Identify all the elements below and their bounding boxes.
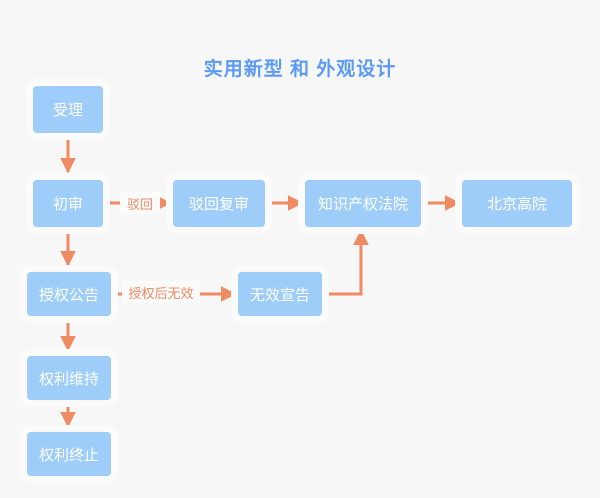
node-quanli-weichi[interactable]: 权利维持 (27, 356, 111, 400)
edge-label-bohui: 驳回 (120, 192, 160, 214)
node-label: 知识产权法院 (317, 196, 408, 213)
node-beijing-gaoyuan[interactable]: 北京高院 (462, 180, 572, 227)
node-chushen[interactable]: 初审 (33, 180, 103, 227)
node-wuxiao-xuangao[interactable]: 无效宣告 (238, 272, 322, 316)
node-label: 受理 (52, 102, 83, 119)
node-shouquan-gonggao[interactable]: 授权公告 (27, 272, 111, 316)
node-bohuifushen[interactable]: 驳回复审 (173, 180, 265, 227)
node-shouli[interactable]: 受理 (33, 86, 103, 133)
edge-label-text: 授权后无效 (128, 285, 194, 301)
edge-label-text: 驳回 (126, 196, 153, 212)
node-label: 驳回复审 (188, 196, 249, 213)
page-title: 实用新型 和 外观设计 (203, 59, 397, 80)
node-label: 权利终止 (38, 446, 99, 464)
node-label: 北京高院 (486, 196, 547, 213)
node-label: 权利维持 (38, 370, 99, 388)
node-label: 初审 (52, 196, 83, 213)
edge-wuxiaoxuangao-to-zscqfayuan (325, 229, 369, 296)
edge-label-shouquanhouwuxiao: 授权后无效 (122, 281, 200, 303)
node-zhishichanquan-fayuan[interactable]: 知识产权法院 (305, 180, 421, 227)
node-label: 无效宣告 (249, 286, 310, 304)
node-label: 授权公告 (38, 286, 99, 304)
node-quanli-zhongzhi[interactable]: 权利终止 (27, 432, 111, 476)
